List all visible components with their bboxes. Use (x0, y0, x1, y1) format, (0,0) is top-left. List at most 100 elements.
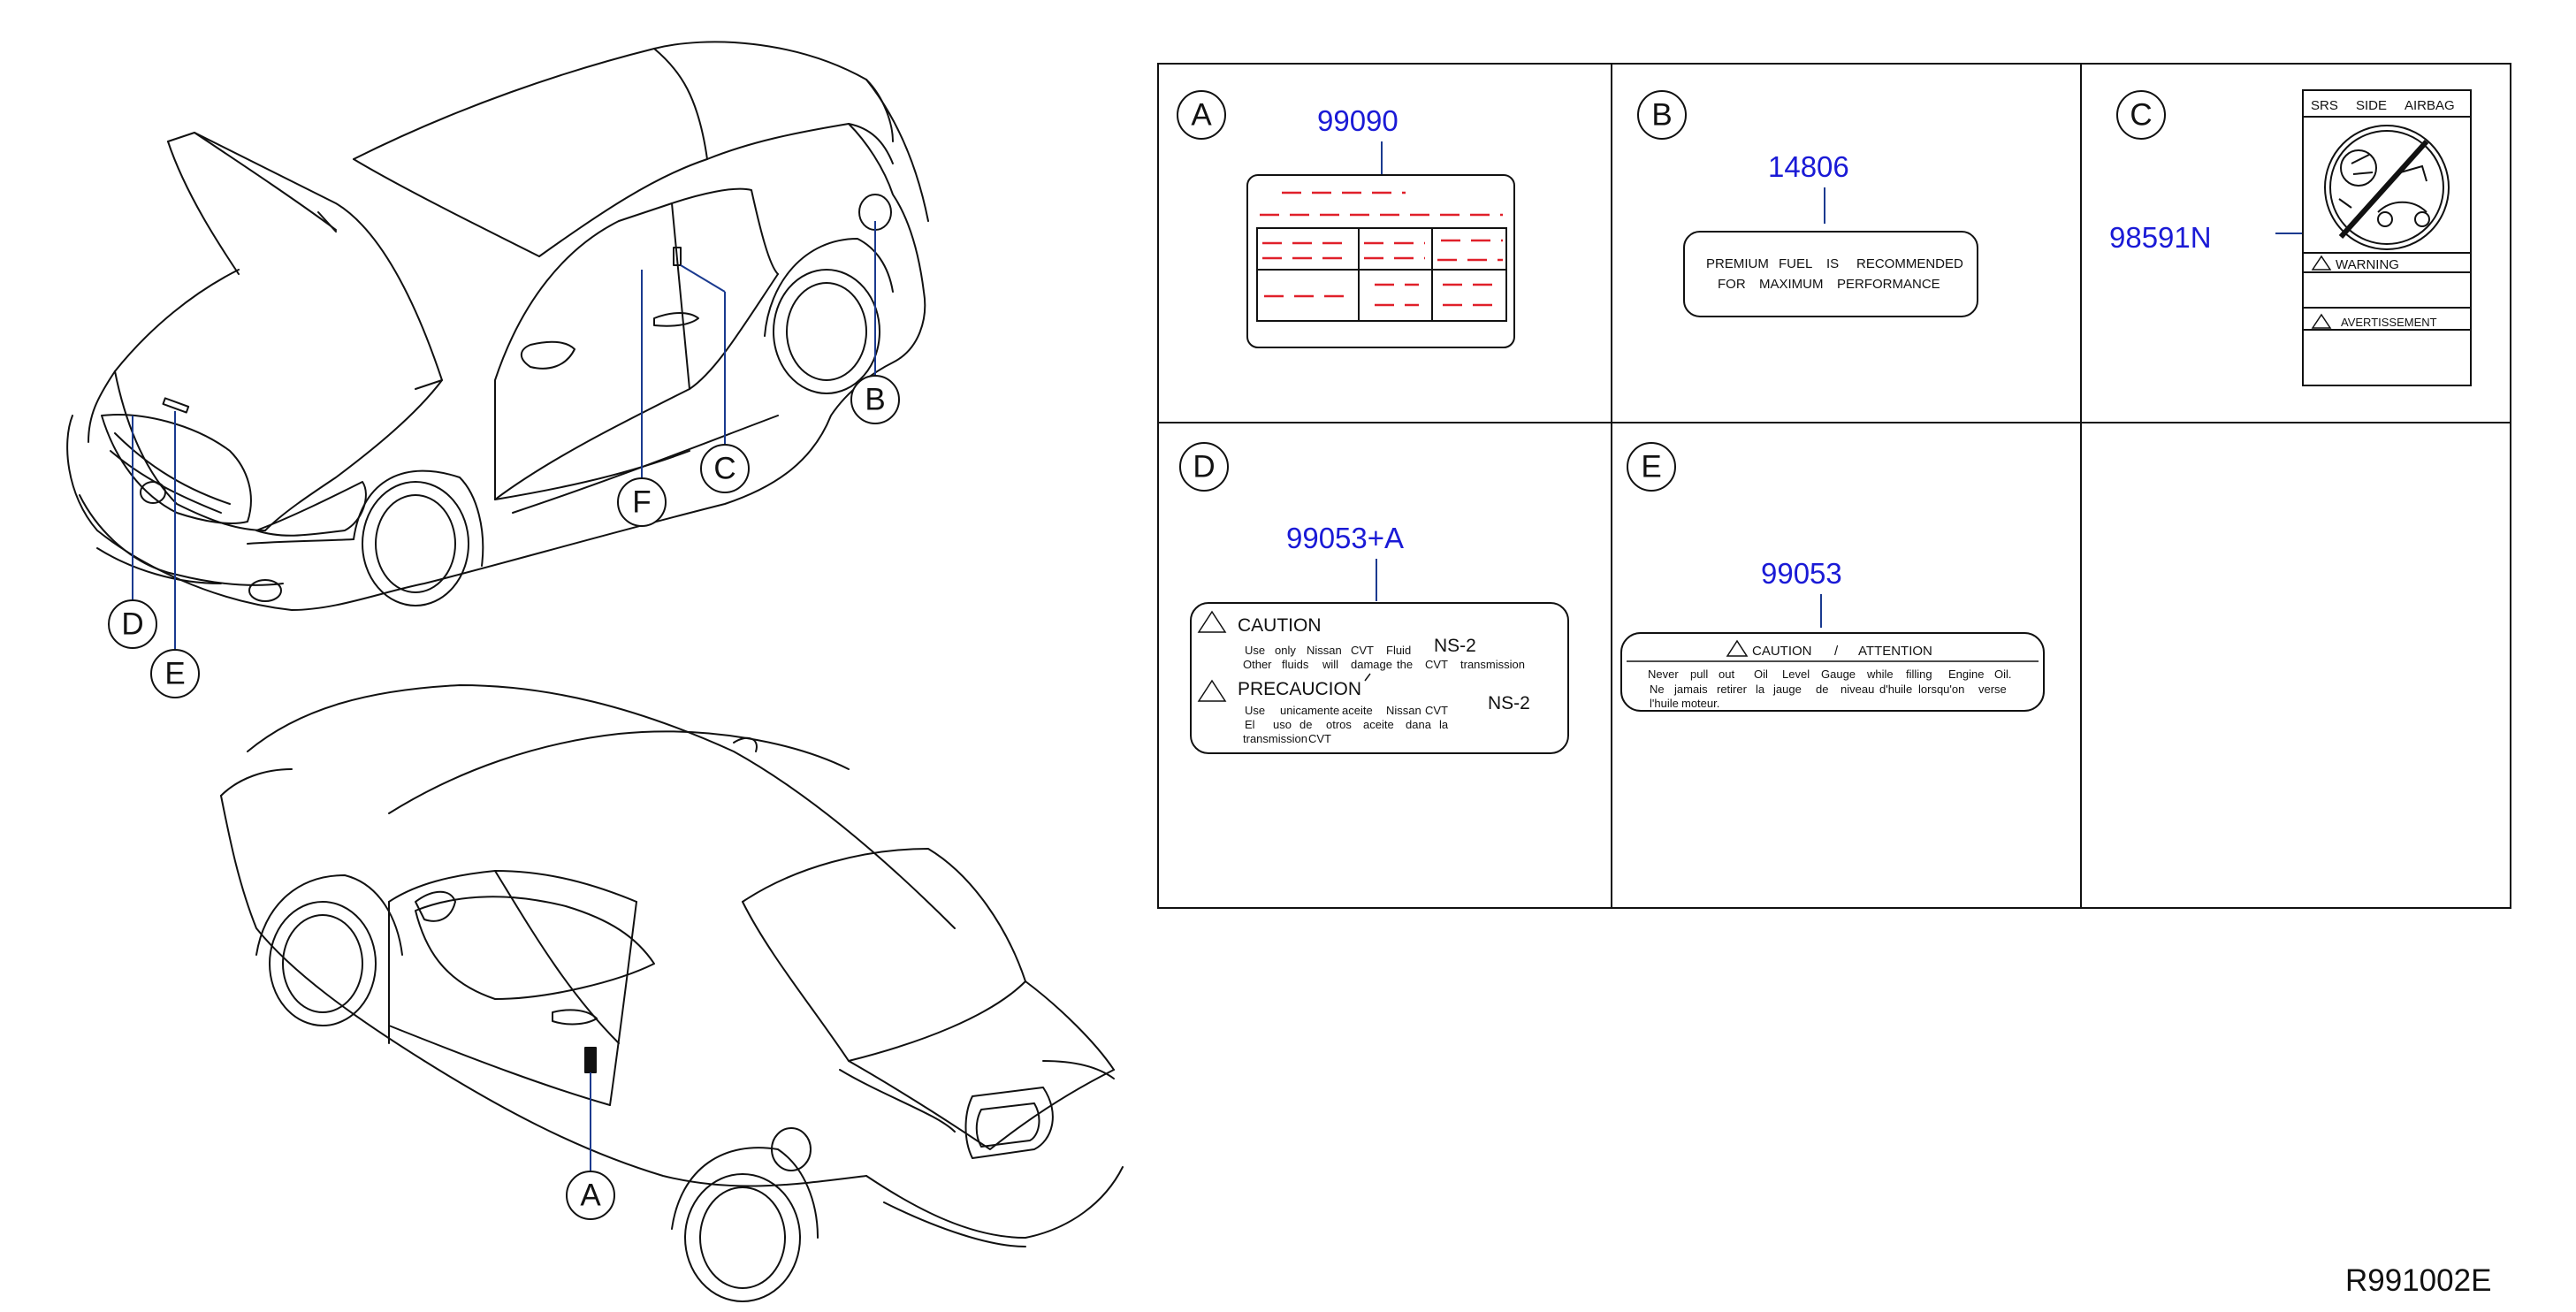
e-word: lorsqu'on (1918, 683, 1964, 696)
leader-lines-front (132, 221, 876, 650)
e-word: while (1866, 667, 1894, 681)
ns2-top: NS-2 (1434, 636, 1476, 656)
precaucion-word: aceite (1363, 718, 1394, 731)
e-word: jamais (1673, 683, 1708, 696)
no-child-seat-icon (2324, 125, 2450, 250)
part-number-99053A: 99053+A (1286, 522, 1404, 554)
e-word: Never (1648, 667, 1679, 681)
e-word: niveau (1841, 683, 1874, 696)
panel-letter-circles (1177, 90, 2166, 492)
panel-D: 99053+A CAUTION NS-2 Use only Nissan CVT… (1190, 522, 1569, 754)
car-rear-view (220, 684, 1124, 1302)
e-word: pull (1690, 667, 1708, 681)
e-title-attention: ATTENTION (1858, 644, 1932, 659)
fuel-label-word: FOR (1718, 277, 1746, 292)
precaucion-word: Use (1245, 704, 1265, 717)
e-word: de (1816, 683, 1828, 696)
callout-F-letter: F (632, 485, 651, 520)
callout-E (150, 649, 200, 698)
caution-word: Fluid (1386, 644, 1411, 657)
precaucion-word: aceite (1342, 704, 1373, 717)
callout-B (850, 375, 900, 424)
caution-word: CVT (1425, 658, 1448, 671)
caution-word: Use (1245, 644, 1265, 657)
panel-A: 99090 (1246, 104, 1515, 348)
e-word: Level (1782, 667, 1810, 681)
e-title-caution: CAUTION (1752, 644, 1812, 659)
caution-heading: CAUTION (1238, 615, 1322, 636)
e-word: Engine (1948, 667, 1984, 681)
srs-header-word: AIRBAG (2405, 98, 2455, 113)
precaucion-word: uso (1273, 718, 1292, 731)
ns2-bottom: NS-2 (1488, 693, 1530, 713)
panel-C-letter: C (2130, 98, 2152, 133)
callout-A-letter: A (580, 1179, 601, 1213)
part-number-98591N: 98591N (2109, 221, 2212, 254)
srs-header-word: SIDE (2356, 98, 2387, 113)
e-word: d'huile (1879, 683, 1912, 696)
avertissement-text: AVERTISSEMENT (2341, 316, 2437, 329)
fuel-label-word: PERFORMANCE (1837, 277, 1940, 292)
precaucion-word: unicamente (1280, 704, 1339, 717)
warning-text: WARNING (2336, 257, 2399, 272)
panel-grid (1157, 63, 2511, 909)
caution-word: the (1397, 658, 1413, 671)
caution-icon (1197, 610, 1227, 702)
panel-B: 14806 PREMIUM FUEL IS RECOMMENDED FOR MA… (1683, 150, 1978, 317)
caution-word: damage (1351, 658, 1392, 671)
e-word: Ne (1650, 683, 1665, 696)
caution-word: transmission (1460, 658, 1525, 671)
e-word: out (1719, 667, 1734, 681)
srs-header-word: SRS (2311, 98, 2338, 113)
caution-word: Other (1243, 658, 1272, 671)
callout-F (617, 477, 667, 527)
precaucion-word: transmission (1243, 732, 1307, 745)
e-word: Oil. (1994, 667, 2012, 681)
callout-E-letter: E (164, 657, 185, 691)
e-word: moteur. (1681, 697, 1719, 710)
panel-D-letter: D (1193, 450, 1215, 484)
caution-word: fluids (1282, 658, 1309, 671)
diagram-code: R991002E (2345, 1263, 2491, 1298)
part-number-99090: 99090 (1317, 104, 1399, 137)
panel-B-letter: B (1651, 98, 1672, 133)
e-word: Gauge (1821, 667, 1856, 681)
fuel-label-word: PREMIUM (1706, 256, 1769, 271)
callout-D-letter: D (121, 607, 143, 642)
callout-C-letter: C (713, 452, 735, 486)
panel-C: 98591N SRS SIDE AIRBAG (2109, 89, 2472, 386)
fuel-label-word: MAXIMUM (1759, 277, 1824, 292)
fuel-label-word: FUEL (1779, 256, 1812, 271)
panel-A-letter: A (1191, 98, 1212, 133)
precaucion-word: El (1245, 718, 1255, 731)
e-word: filling (1906, 667, 1932, 681)
fuel-label-word: RECOMMENDED (1856, 256, 1963, 271)
callout-C (700, 444, 750, 493)
precaucion-word: dana (1406, 718, 1432, 731)
callout-A (566, 1171, 615, 1220)
caution-word: will (1322, 658, 1338, 671)
caution-word: only (1275, 644, 1296, 657)
precaucion-heading: PRECAUCION (1238, 679, 1361, 699)
precaucion-word: CVT (1308, 732, 1331, 745)
precaucion-word: Nissan (1386, 704, 1421, 717)
e-word: Oil (1754, 667, 1768, 681)
caution-icon (1726, 639, 1749, 657)
part-number-14806: 14806 (1768, 150, 1849, 183)
e-word: verse (1978, 683, 2007, 696)
label-a-placeholder-text (1260, 191, 1503, 307)
precaucion-word: CVT (1425, 704, 1448, 717)
car-callouts (108, 375, 900, 1220)
e-word: la (1756, 683, 1765, 696)
warning-icon (2311, 255, 2332, 329)
e-title-sep: / (1834, 644, 1839, 659)
panel-E-letter: E (1641, 450, 1661, 484)
caution-word: CVT (1351, 644, 1374, 657)
fuel-label-word: IS (1826, 256, 1839, 271)
e-word: jauge (1772, 683, 1802, 696)
precaucion-word: de (1299, 718, 1312, 731)
car-front-view (66, 41, 929, 611)
callout-D (108, 599, 157, 649)
panel-E: 99053 CAUTION / ATTENTION Never pull out… (1620, 557, 2045, 712)
